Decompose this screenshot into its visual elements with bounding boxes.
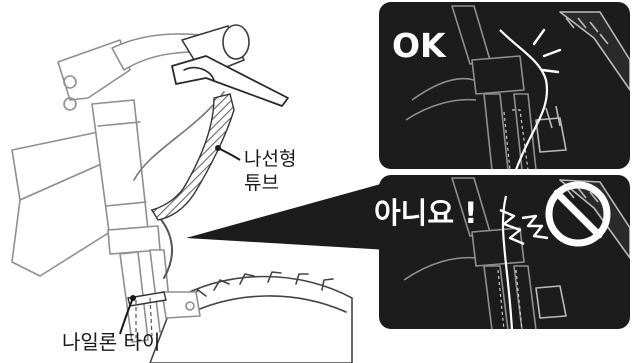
spiral-tube bbox=[152, 94, 234, 220]
spiral-tube-label-line1: 나선형 bbox=[244, 147, 296, 171]
spiral-tube-leader bbox=[218, 148, 240, 160]
spiral-tube-label-line2: 튜브 bbox=[244, 171, 296, 195]
spiral-tube-label: 나선형 튜브 bbox=[244, 147, 296, 195]
incorrect-label: 아니요 ! bbox=[374, 196, 477, 230]
nylon-tie-label: 나일론 타이 bbox=[62, 330, 160, 354]
correct-label: OK bbox=[392, 28, 446, 64]
